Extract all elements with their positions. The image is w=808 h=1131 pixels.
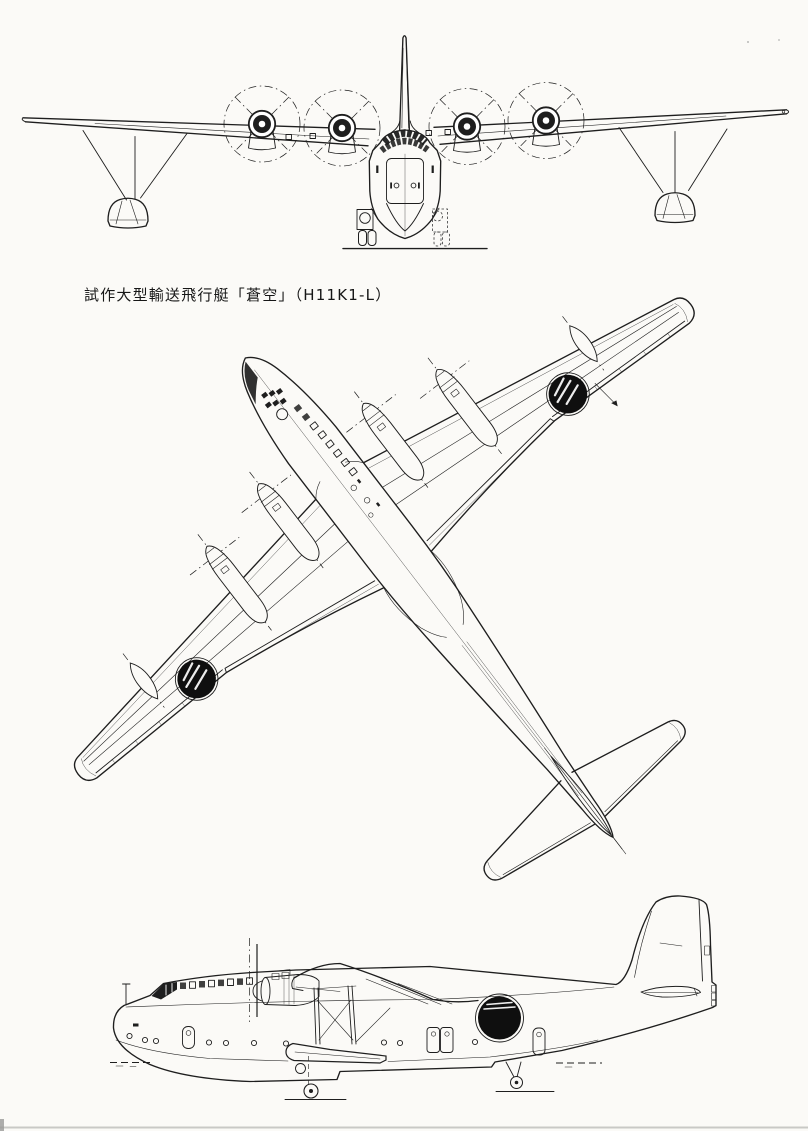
nacelle-plan-outer-right — [402, 338, 527, 474]
front-wing — [21, 109, 790, 147]
plan-roof-windows — [293, 403, 358, 477]
bow-mast — [122, 983, 131, 1006]
plan-float-left — [117, 649, 171, 713]
engine-front-outer-left — [223, 85, 301, 163]
scan-edge-bottom — [0, 1126, 808, 1129]
hinomaru-roundel-fuselage — [475, 993, 524, 1043]
waterline-bow-ticks — [115, 1065, 137, 1067]
plan-fuselage — [241, 356, 627, 855]
chine-line — [115, 1039, 599, 1062]
tail-wheel — [495, 1061, 555, 1092]
plan-tailplane-right — [571, 700, 699, 817]
front-float-right — [618, 127, 728, 224]
front-fuselage — [368, 129, 442, 240]
plan-fin — [543, 747, 623, 850]
nacelle-plan-outer-left — [172, 515, 297, 650]
scan-speck — [778, 39, 780, 41]
scan-speck — [747, 41, 749, 43]
hinomaru-roundel-left-wing — [165, 648, 228, 710]
side-sponson — [284, 985, 391, 1100]
scan-corner-mark — [0, 1119, 4, 1131]
plan-wing-right — [340, 236, 762, 626]
side-view — [110, 895, 717, 1100]
plan-view — [25, 236, 762, 897]
front-fin — [391, 35, 419, 133]
plan-windshield — [261, 387, 287, 409]
side-fin — [634, 900, 717, 1007]
side-hull-outline — [112, 895, 717, 1083]
side-engine — [249, 938, 320, 1022]
side-canopy — [133, 972, 290, 1027]
side-tailplane — [640, 985, 701, 998]
side-portholes — [126, 1026, 546, 1056]
section-arrow — [594, 383, 618, 407]
side-body-line — [125, 986, 615, 1008]
plan-wing-left — [25, 477, 448, 867]
figure-caption: 試作大型輸送飛行艇「蒼空」（H11K1-L） — [84, 286, 392, 304]
front-float-left — [82, 130, 188, 229]
nacelle-plan-inner-right — [329, 372, 454, 507]
front-view — [21, 35, 790, 250]
plan-tailplane-left — [467, 780, 596, 897]
nacelle-plan-inner-left — [224, 452, 349, 588]
beaching-gear-front — [356, 208, 450, 247]
